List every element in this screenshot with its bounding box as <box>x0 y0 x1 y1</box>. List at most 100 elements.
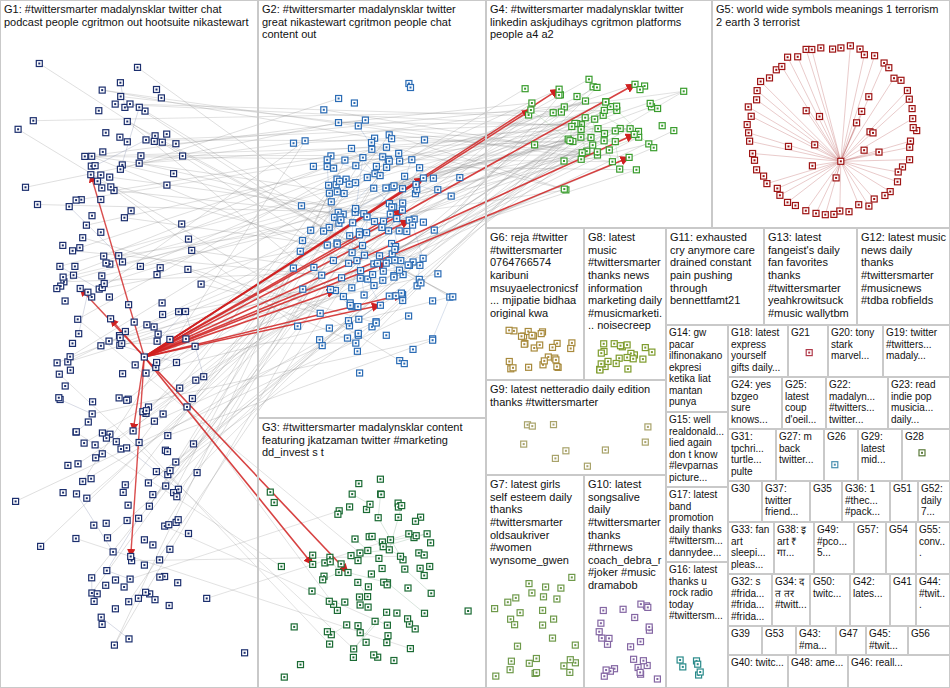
vertex-icon <box>747 138 753 144</box>
vertex-dot <box>517 645 519 647</box>
vertex-dot <box>571 576 573 578</box>
vertex-icon <box>387 211 393 217</box>
vertex-dot <box>611 161 613 163</box>
vertex-icon <box>908 138 914 144</box>
vertex-dot <box>62 492 64 494</box>
vertex-dot <box>912 127 914 129</box>
vertex-icon <box>529 590 535 596</box>
vertex-dot <box>357 306 359 308</box>
vertex-dot <box>906 90 908 92</box>
vertex-dot <box>168 524 170 526</box>
vertex-dot <box>750 115 752 117</box>
vertex-icon <box>395 514 401 520</box>
vertex-dot <box>358 483 360 485</box>
vertex-icon <box>180 153 186 159</box>
vertex-dot <box>92 401 94 403</box>
vertex-icon <box>505 599 511 605</box>
vertex-icon <box>364 214 370 220</box>
vertex-icon <box>320 577 326 583</box>
vertex-dot <box>609 670 611 672</box>
vertex-icon <box>598 350 604 356</box>
vertex-dot <box>410 87 412 89</box>
vertex-icon <box>599 635 605 641</box>
vertex-icon <box>126 636 132 642</box>
vertex-dot <box>648 143 650 145</box>
vertex-dot <box>614 141 616 143</box>
vertex-icon <box>598 620 604 626</box>
tie-line <box>361 271 365 295</box>
vertex-icon <box>353 163 359 169</box>
group-panel: G28 <box>902 429 950 481</box>
vertex-icon <box>135 595 141 601</box>
vertex-dot <box>302 240 304 242</box>
vertex-dot <box>815 212 817 214</box>
reply-arrow <box>144 157 629 357</box>
vertex-dot <box>433 229 435 231</box>
tie-line <box>147 138 591 325</box>
vertex-icon <box>649 349 655 355</box>
vertex-icon <box>77 286 83 292</box>
tie-line <box>840 161 841 211</box>
vertex-icon <box>526 581 532 587</box>
vertex-icon <box>62 298 68 304</box>
vertex-dot <box>642 660 644 662</box>
vertex-dot <box>359 604 361 606</box>
vertex-icon <box>632 615 638 621</box>
vertex-dot <box>594 118 596 120</box>
vertex-dot <box>351 147 353 149</box>
vertex-dot <box>340 219 342 221</box>
reply-arrow <box>131 357 145 557</box>
vertex-dot <box>338 122 340 124</box>
vertex-dot <box>138 162 140 164</box>
vertex-dot <box>467 610 469 612</box>
vertex-icon <box>838 45 844 51</box>
vertex-icon <box>598 361 604 367</box>
vertex-dot <box>383 220 385 222</box>
vertex-dot <box>426 533 428 535</box>
vertex-dot <box>805 48 807 50</box>
group-label: G32: s #frida... #frida... #frida... <box>729 575 771 623</box>
vertex-icon <box>695 661 701 667</box>
tie-line <box>141 155 598 157</box>
group-label: G36: 1 #thec... #pack... <box>843 482 889 519</box>
vertex-dot <box>25 186 27 188</box>
vertex-icon <box>122 329 128 335</box>
vertex-icon <box>410 346 416 352</box>
group-panel: G37: twitter friend... <box>762 481 810 522</box>
vertex-icon <box>838 158 844 164</box>
vertex-dot <box>530 109 532 111</box>
vertex-dot <box>86 497 88 499</box>
tie-line <box>139 107 450 297</box>
vertex-icon <box>369 146 375 152</box>
vertex-dot <box>781 66 783 68</box>
vertex-icon <box>392 257 398 263</box>
vertex-dot <box>100 231 102 233</box>
vertex-icon <box>355 579 361 585</box>
vertex-dot <box>77 463 79 465</box>
vertex-dot <box>599 369 601 371</box>
vertex-icon <box>526 660 532 666</box>
vertex-dot <box>535 658 537 660</box>
vertex-dot <box>407 587 409 589</box>
vertex-dot <box>878 151 880 153</box>
tie-line <box>841 141 911 161</box>
vertex-dot <box>402 202 404 204</box>
vertex-icon <box>420 219 426 225</box>
vertex-icon <box>638 601 644 607</box>
vertex-icon <box>550 110 556 116</box>
vertex-dot <box>646 665 648 667</box>
vertex-dot <box>558 94 560 96</box>
vertex-dot <box>415 520 417 522</box>
vertex-dot <box>322 579 324 581</box>
vertex-icon <box>111 642 117 648</box>
vertex-icon <box>108 316 114 322</box>
tie-line <box>788 57 841 161</box>
vertex-icon <box>341 191 347 197</box>
vertex-icon <box>613 361 619 367</box>
vertex-dot <box>364 119 366 121</box>
vertex-dot <box>619 128 621 130</box>
vertex-dot <box>604 449 606 451</box>
vertex-dot <box>409 623 411 625</box>
vertex-dot <box>367 278 369 280</box>
vertex-dot <box>330 289 332 291</box>
